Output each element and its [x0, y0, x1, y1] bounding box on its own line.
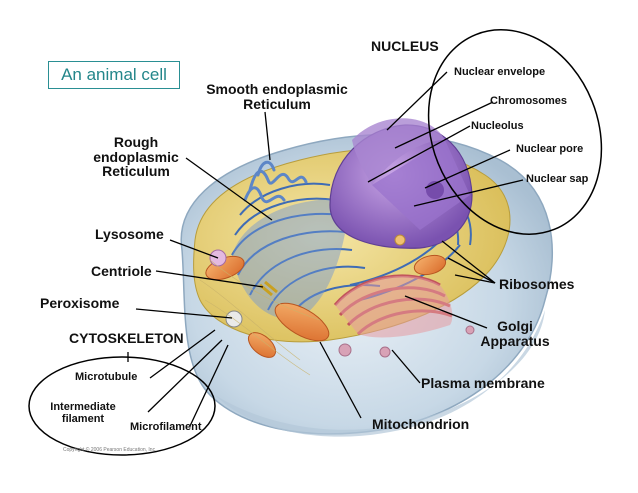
label-smooth-er-line1: Smooth endoplasmic — [206, 81, 348, 97]
label-centriole: Centriole — [91, 263, 152, 279]
label-nuclear-pore: Nuclear pore — [516, 143, 584, 155]
vesicles — [338, 234, 475, 358]
label-nucleus: NUCLEUS — [371, 38, 439, 54]
label-chromosomes: Chromosomes — [490, 95, 568, 107]
label-intermediate-filament-line2: filament — [61, 412, 105, 425]
label-rough-er-line1: Rough — [113, 134, 159, 150]
copyright-text: Copyright © 2006 Pearson Education, Inc. — [63, 447, 157, 453]
label-nucleolus: Nucleolus — [471, 120, 524, 132]
cytoskeleton-oval — [28, 356, 216, 456]
leader-lines — [127, 71, 524, 427]
label-mitochondrion: Mitochondrion — [372, 416, 470, 432]
nucleus-oval — [427, 29, 603, 235]
label-golgi-line1: Golgi — [497, 318, 533, 334]
label-nuclear-envelope: Nuclear envelope — [454, 66, 546, 78]
label-microfilament: Microfilament — [130, 421, 202, 433]
label-intermediate-filament-line1: Intermediate — [50, 401, 116, 413]
diagram-title: An animal cell — [61, 65, 167, 84]
label-golgi-line2: Apparatus — [480, 332, 550, 349]
label-rough-er-line2: endoplasmic — [93, 148, 179, 165]
smooth-er-shape — [243, 160, 308, 204]
label-rough-er: Rough endoplasmic Reticulum — [86, 135, 186, 179]
label-intermediate-filament: Intermediate filament — [42, 401, 124, 425]
label-nuclear-sap: Nuclear sap — [526, 173, 589, 185]
label-microtubule: Microtubule — [75, 371, 138, 383]
label-smooth-er-line2: Reticulum — [243, 95, 311, 112]
title-box: An animal cell — [48, 61, 180, 89]
label-lysosome: Lysosome — [95, 226, 164, 242]
label-plasma-membrane: Plasma membrane — [421, 375, 545, 391]
label-golgi: Golgi Apparatus — [474, 319, 556, 348]
label-peroxisome: Peroxisome — [40, 295, 120, 311]
label-rough-er-line3: Reticulum — [102, 163, 170, 180]
label-smooth-er: Smooth endoplasmic Reticulum — [196, 82, 358, 111]
rough-er-fill — [232, 199, 350, 320]
cytoskeleton-lines — [199, 259, 321, 376]
label-cytoskeleton: CYTOSKELETON — [69, 330, 184, 346]
label-ribosomes: Ribosomes — [499, 276, 575, 292]
golgi-fill — [335, 275, 453, 338]
